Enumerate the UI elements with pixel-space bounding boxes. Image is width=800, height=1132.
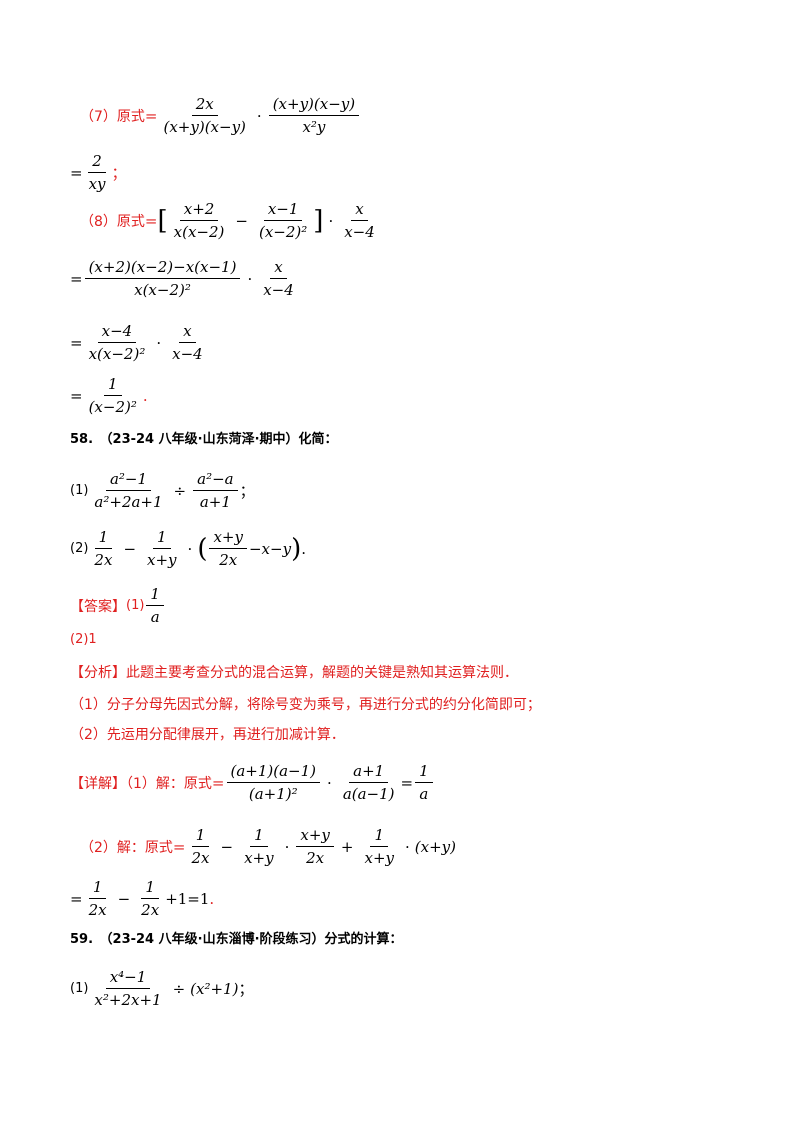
dot-operator: · — [187, 539, 193, 558]
plus-operator: + — [340, 837, 354, 856]
divide-operator: ÷ — [172, 979, 186, 998]
punctuation: . — [301, 539, 306, 558]
fraction: x−1(x−2)² — [258, 200, 308, 241]
expression: −x−y — [248, 539, 292, 558]
equals-sign: = — [70, 269, 83, 288]
paren-close: ) — [291, 533, 302, 564]
equals-sign: = — [144, 106, 158, 125]
equals-sign: = — [400, 773, 414, 792]
answer-part2: (2)1 — [70, 632, 97, 647]
part-label: (1) — [126, 598, 145, 613]
minus-operator: − — [235, 211, 248, 230]
equals-sign: = — [70, 163, 83, 182]
punctuation: ； — [239, 482, 255, 500]
punctuation: ； — [238, 980, 254, 998]
equals-sign: = — [211, 773, 225, 792]
dot-operator: · — [284, 837, 290, 856]
dot-operator: · — [156, 333, 162, 352]
bracket: ] — [313, 205, 324, 236]
bracket: [ — [157, 205, 168, 236]
equals-sign: = — [172, 837, 186, 856]
minus-operator: − — [220, 837, 234, 856]
analysis-line-1: 【分析】此题主要考查分式的混合运算，解题的关键是熟知其运算法则． — [70, 665, 518, 681]
minus-operator: − — [123, 539, 137, 558]
part-label: (1) — [70, 483, 89, 498]
equals-sign: = — [70, 333, 83, 352]
detail-label: （2）解：原式 — [80, 839, 173, 856]
minus-operator: − — [117, 889, 131, 908]
question-58-title: 58. （23-24 八年级·山东菏泽·期中）化简： — [70, 432, 338, 447]
fraction: (x+2)(x−2)−x(x−1)x(x−2)² — [84, 258, 241, 299]
detail-label: 【详解】（1）解：原式 — [70, 775, 212, 792]
step7-line: （7）原式 = 2x(x+y)(x−y) · (x+y)(x−y)x²y — [80, 95, 361, 136]
equals-sign: = — [70, 889, 83, 908]
part-label: (2) — [70, 541, 89, 556]
dot-operator: · — [256, 106, 262, 125]
punctuation: . — [142, 386, 148, 405]
equals-sign: = — [70, 386, 83, 405]
part-label: (1) — [70, 981, 89, 996]
expression: (x²+1) — [190, 979, 239, 998]
fraction: (x+y)(x−y)x²y — [268, 95, 360, 136]
step-label: （7）原式 — [80, 108, 145, 125]
paren-open: ( — [197, 533, 208, 564]
punctuation: ； — [111, 164, 127, 182]
fraction: 1(x−2)² — [88, 375, 137, 416]
expression: +1=1 — [165, 889, 210, 908]
equals-sign: = — [144, 211, 158, 230]
punctuation: . — [209, 889, 215, 908]
analysis-line-3: （2）先运用分配律展开，再进行加减计算． — [70, 727, 345, 743]
answer-label: 【答案】 — [70, 598, 126, 615]
dot-operator: · — [327, 773, 332, 792]
expression: (x+y) — [414, 837, 456, 856]
question-59-title: 59. （23-24 八年级·山东淄博·阶段练习）分式的计算： — [70, 932, 403, 947]
step8d-line: = 1(x−2)² . — [70, 375, 148, 416]
fraction: (a+1)(a−1)(a+1)² — [226, 762, 321, 803]
analysis-line-2: （1）分子分母先因式分解，将除号变为乘号，再进行分式的约分化简即可； — [70, 697, 541, 713]
dot-operator: · — [405, 837, 410, 856]
dot-operator: · — [247, 269, 253, 288]
divide-operator: ÷ — [173, 481, 187, 500]
fraction: 2x(x+y)(x−y) — [163, 95, 246, 136]
step-label: （8）原式 — [80, 213, 145, 230]
dot-operator: · — [328, 211, 334, 230]
